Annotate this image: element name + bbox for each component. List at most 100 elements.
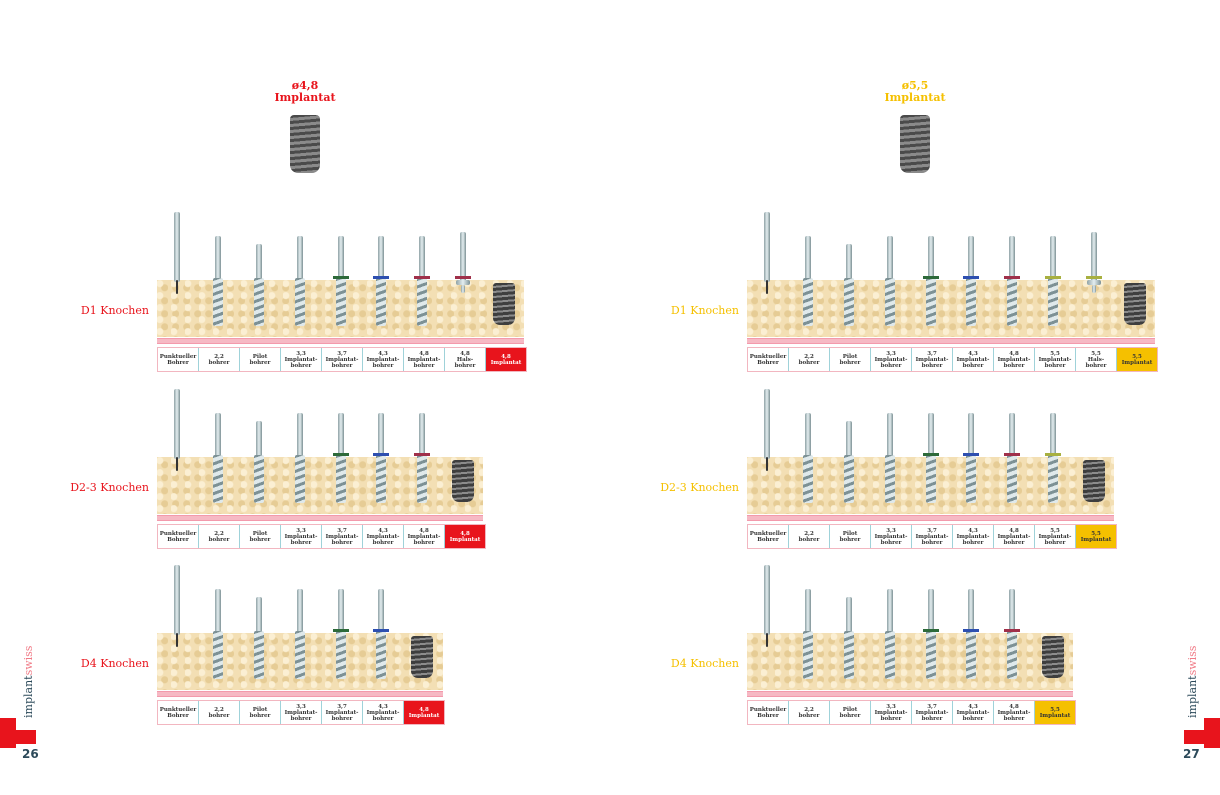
tool-label-line: 2,2 — [804, 706, 814, 713]
drill-shank — [378, 236, 385, 282]
tool-label-line: bohrer — [372, 715, 394, 722]
bone-class-label: D1 Knochen — [670, 304, 739, 317]
tool-label-line: Bohrer — [167, 712, 189, 719]
tool-label-line: 4,8 — [1009, 350, 1019, 357]
page-tab — [1184, 730, 1220, 744]
drill-flutes — [376, 631, 387, 679]
tool-label-line: Implantat- — [874, 709, 908, 716]
drill-shank — [174, 389, 181, 459]
tool-label-line: 5,5 — [1132, 353, 1142, 360]
drill-color-ring — [1045, 276, 1061, 279]
drill-color-ring — [373, 453, 390, 456]
brand-part2: swiss — [1186, 645, 1199, 676]
drill-color-ring — [1004, 629, 1021, 632]
drill-shank — [296, 413, 303, 459]
tool-label-line: 3,3 — [296, 350, 306, 357]
drill-flutes — [254, 455, 264, 503]
drill-shank — [296, 236, 303, 282]
hals-stub — [461, 285, 465, 293]
drill-flutes — [966, 455, 977, 503]
tool-label-line: bohrer — [839, 712, 861, 719]
drill-shank — [846, 244, 852, 282]
drill-shank — [1009, 413, 1016, 459]
tool-label-line: bohrer — [331, 715, 353, 722]
tool-label-line: Implantat- — [407, 533, 441, 540]
drill-flutes — [376, 278, 387, 326]
tool-label-line: 3,7 — [337, 703, 347, 710]
drill-flutes — [884, 631, 895, 679]
tool-label-line: Pilot — [252, 706, 268, 713]
tool-label-line: Implantat- — [366, 533, 400, 540]
drill-shank — [256, 597, 262, 635]
tool-label-line: Implantat — [1121, 359, 1153, 366]
tool-label-line: 3,3 — [886, 527, 896, 534]
drill-shank — [764, 389, 771, 459]
drill-shank — [419, 236, 426, 282]
bone-band — [747, 280, 1155, 337]
tool-label-line: 4,3 — [968, 527, 978, 534]
tool-label-line: bohrer — [208, 712, 230, 719]
tool-label-line: 3,7 — [337, 527, 347, 534]
drill-shank — [805, 589, 812, 635]
drill-shank — [174, 565, 181, 635]
tool-label-line: bohrer — [290, 715, 312, 722]
hals-stub — [1091, 285, 1096, 293]
tool-label-line: bohrer — [921, 715, 943, 722]
drill-color-ring — [414, 453, 431, 456]
tool-label-line: bohrer — [331, 362, 353, 369]
page-tab — [0, 730, 36, 744]
tool-label-line: bohrer — [962, 539, 984, 546]
tool-label-line: 3,3 — [296, 527, 306, 534]
tool-label-line: Implantat- — [915, 533, 949, 540]
tool-label-line: bohrer — [331, 539, 353, 546]
tool-label-line: Implantat- — [284, 709, 318, 716]
tool-label-line: Implantat — [408, 712, 440, 719]
drill-tip — [176, 633, 179, 647]
tool-label-line: 5,5 — [1050, 706, 1060, 713]
gum-strip — [747, 515, 1114, 521]
drill-tip — [176, 457, 179, 471]
drill-flutes — [417, 278, 428, 326]
implant-image — [1042, 636, 1064, 678]
drill-shank — [1009, 236, 1016, 282]
tool-label-line: Punktueller — [159, 353, 197, 360]
tool-label-line: Implantat- — [284, 356, 318, 363]
drill-flutes — [803, 455, 814, 503]
tool-label-line: 2,2 — [804, 353, 814, 360]
drill-color-ring — [1004, 453, 1021, 456]
tool-label-line: 3,3 — [886, 350, 896, 357]
drill-flutes — [844, 278, 854, 326]
tool-label-line: Implantat- — [1038, 356, 1072, 363]
drill-color-ring — [332, 453, 349, 456]
drill-flutes — [335, 455, 346, 503]
tool-label-line: bohrer — [208, 536, 230, 543]
bone-class-label: D2-3 Knochen — [70, 481, 149, 494]
tool-label-line: 4,8 — [1009, 703, 1019, 710]
drill-shank — [805, 236, 812, 282]
drill-flutes — [966, 631, 977, 679]
tool-label-line: Pilot — [842, 530, 858, 537]
tool-label-line: bohrer — [798, 359, 820, 366]
drill-shank — [378, 413, 385, 459]
drill-color-ring — [332, 276, 349, 279]
